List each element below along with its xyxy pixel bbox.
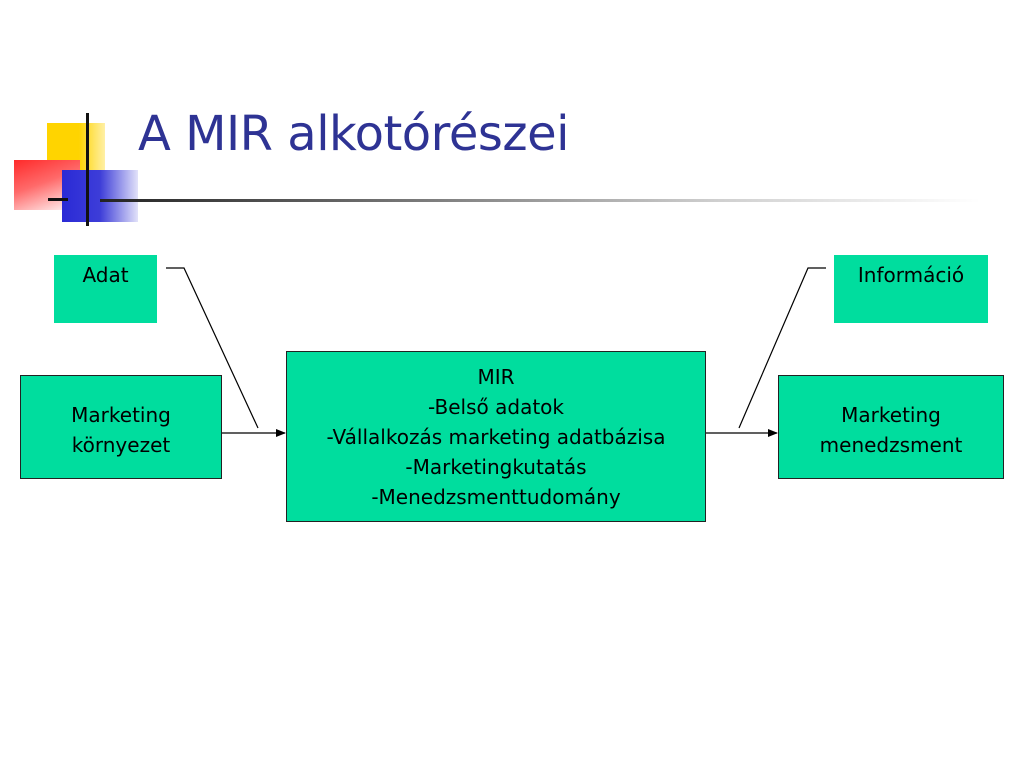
center-line-5: -Menedzsmenttudomány [371,485,621,509]
center-line-4: -Marketingkutatás [405,455,587,479]
slide-title: A MIR alkotórészei [138,106,569,162]
logo-horizontal-line [48,198,68,201]
logo-blue-square [62,170,138,222]
output-label-box: Információ [834,255,988,323]
source-box: Marketing környezet [20,375,222,479]
target-line-1: Marketing [841,403,941,427]
title-underline [100,199,980,202]
output-label: Információ [857,263,965,287]
logo-vertical-line [86,113,89,226]
target-box: Marketing menedzsment [778,375,1004,479]
center-box: MIR -Belső adatok -Vállalkozás marketing… [286,351,706,522]
input-label-box: Adat [54,255,157,323]
slide-logo [0,0,160,240]
input-label: Adat [82,263,129,287]
target-line-2: menedzsment [819,433,963,457]
source-line-2: környezet [71,433,171,457]
center-line-2: -Belső adatok [428,395,564,419]
center-line-3: -Vállalkozás marketing adatbázisa [326,425,666,449]
center-line-1: MIR [477,365,515,389]
source-line-1: Marketing [71,403,171,427]
